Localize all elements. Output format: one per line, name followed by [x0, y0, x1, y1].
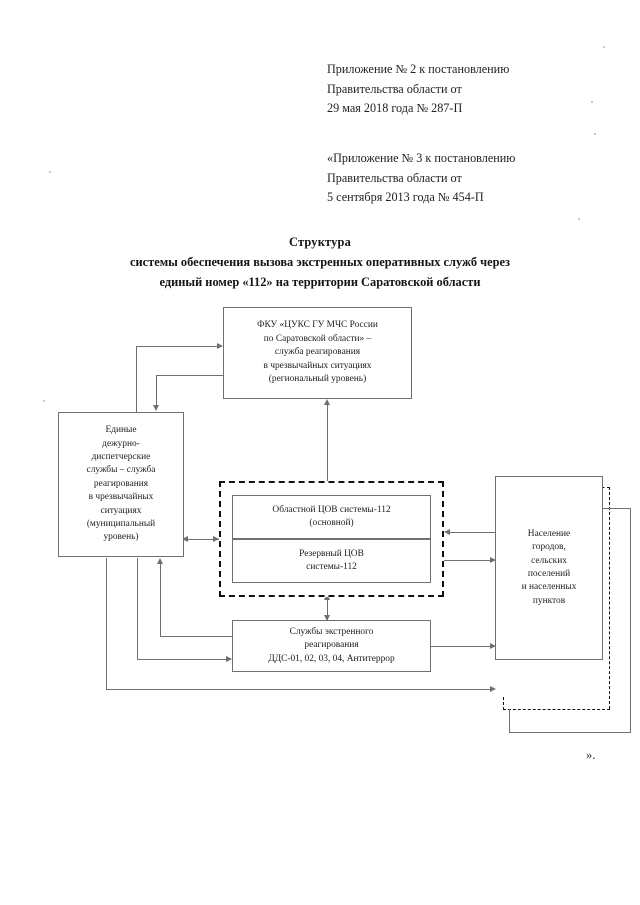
scan-speck [43, 400, 45, 402]
header-appendix-2-line-2: Правительства области от [327, 81, 462, 96]
node-population-line-1: Население [527, 528, 571, 539]
page-title-line-1: Структура [288, 235, 352, 249]
connector-dds-to-population-horizontal [431, 646, 491, 647]
arrowhead-cov-to-eddc [182, 535, 188, 542]
feedback-loop-2-right [630, 508, 631, 733]
arrowhead-eddc-to-population [490, 685, 496, 692]
scan-speck [49, 171, 51, 173]
arrowhead-cov-to-dds [323, 615, 330, 621]
header-appendix-3-line-2: Правительства области от [327, 170, 462, 185]
node-cov-reserve[interactable]: Резервный ЦОВ системы-112 [232, 539, 431, 583]
page-title: Структура системы обеспечения вызова экс… [0, 232, 640, 292]
feedback-loop-1-left [503, 697, 504, 710]
feedback-loop-2-bottom [509, 732, 631, 733]
node-cuks-line-1: ФКУ «ЦУКС ГУ МЧС России [257, 320, 378, 331]
node-eddc-line-1: Единые [105, 425, 137, 436]
connector-eddc-to-population-vertical [106, 558, 107, 689]
header-appendix-2-line-3: 29 мая 2018 года № 287-П [327, 101, 463, 115]
arrowhead-population-to-cov [444, 528, 450, 535]
node-population-line-4: поселений [527, 569, 571, 579]
connector-eddc-to-cuks-vertical [136, 346, 137, 413]
arrowhead-eddc-to-dds [226, 655, 232, 662]
connector-population-to-cov-horizontal [448, 532, 495, 533]
feedback-loop-1-top [596, 487, 610, 488]
connector-cuks-to-eddc-vertical [156, 375, 157, 407]
node-cuks-line-4: в чрезвычайных ситуациях [263, 360, 372, 371]
arrowhead-cov-to-population [490, 556, 496, 563]
node-cuks-line-5: (региональный уровень) [268, 374, 367, 385]
scan-speck [594, 133, 596, 135]
node-eddc-line-7: ситуациях [100, 505, 142, 516]
connector-cov-to-population-horizontal [444, 560, 491, 561]
node-dds-line-2: реагирования [304, 640, 359, 651]
node-cov-main-line-2: (основной) [309, 518, 354, 528]
node-population-line-5: и населенных [521, 582, 577, 593]
scan-speck [578, 218, 580, 220]
header-appendix-2: Приложение № 2 к постановлению Правитель… [327, 60, 509, 119]
scan-speck [591, 101, 593, 103]
arrowhead-eddc-to-cuks [217, 342, 223, 349]
node-cuks-line-3: служба реагирования [274, 347, 361, 358]
arrowhead-eddc-to-cov [213, 535, 219, 542]
connector-cov-dds-vertical [327, 598, 328, 620]
arrowhead-dds-to-cov [323, 594, 330, 600]
arrowhead-dds-to-population [490, 642, 496, 649]
arrowhead-cov-to-cuks [323, 399, 330, 405]
node-cuks[interactable]: ФКУ «ЦУКС ГУ МЧС России по Саратовской о… [223, 307, 412, 399]
feedback-loop-2-top [603, 508, 631, 509]
node-cov-main-line-1: Областной ЦОВ системы-112 [272, 504, 391, 515]
node-eddc-line-2: дежурно- [102, 438, 140, 449]
node-population-line-6: пунктов [532, 595, 566, 606]
node-eddc-line-3: диспетчерские [91, 451, 151, 462]
connector-eddc-cov-horizontal [186, 539, 219, 540]
header-appendix-3-line-1: «Приложение № 3 к постановлению [327, 151, 516, 165]
node-dds-line-3: ДДС-01, 02, 03, 04, Антитеррор [268, 653, 395, 664]
connector-cov-to-cuks-vertical [327, 404, 328, 482]
node-eddc-line-8: (муниципальный [86, 519, 156, 530]
connector-dds-to-eddc-vertical [160, 563, 161, 636]
node-eddc-line-5: реагирования [93, 478, 149, 489]
node-cuks-line-2: по Саратовской области» – [263, 333, 372, 344]
node-cov-reserve-line-2: системы-112 [306, 562, 357, 572]
arrowhead-dds-to-eddc [156, 558, 163, 564]
closing-quote: ». [586, 748, 596, 762]
node-eddc[interactable]: Единые дежурно- диспетчерские службы – с… [58, 412, 184, 557]
connector-eddc-to-cuks-horizontal [136, 346, 218, 347]
header-appendix-3: «Приложение № 3 к постановлению Правител… [327, 149, 515, 208]
connector-eddc-to-dds-vertical [137, 558, 138, 659]
node-eddc-line-4: службы – служба [86, 465, 156, 476]
connector-dds-to-eddc-horizontal [160, 636, 232, 637]
page-title-line-2: системы обеспечения вызова экстренных оп… [130, 255, 510, 269]
connector-eddc-to-dds-horizontal [137, 659, 231, 660]
page-title-line-3: единый номер «112» на территории Саратов… [159, 275, 481, 289]
connector-eddc-to-population-horizontal [106, 689, 492, 690]
node-dds-line-1: Службы экстренного [289, 626, 374, 637]
scan-speck [603, 46, 605, 48]
node-population-line-3: сельских [531, 555, 567, 566]
header-appendix-2-line-1: Приложение № 2 к постановлению [327, 62, 510, 76]
feedback-loop-1-right [609, 487, 610, 709]
connector-cuks-to-eddc-horizontal [156, 375, 223, 376]
header-appendix-3-line-3: 5 сентября 2013 года № 454-П [327, 190, 484, 204]
node-population[interactable]: Население городов, сельских поселений и … [495, 476, 603, 660]
node-eddc-line-9: уровень) [103, 532, 139, 543]
node-cov-main[interactable]: Областной ЦОВ системы-112 (основной) [232, 495, 431, 539]
node-eddc-line-6: в чрезвычайных [88, 492, 154, 503]
feedback-loop-1-bottom [503, 709, 610, 710]
node-population-line-2: городов, [532, 542, 566, 553]
arrowhead-cuks-to-eddc [152, 405, 159, 411]
node-dds[interactable]: Службы экстренного реагирования ДДС-01, … [232, 620, 431, 672]
feedback-loop-2-left [509, 709, 510, 733]
node-cov-reserve-line-1: Резервный ЦОВ [299, 548, 364, 559]
